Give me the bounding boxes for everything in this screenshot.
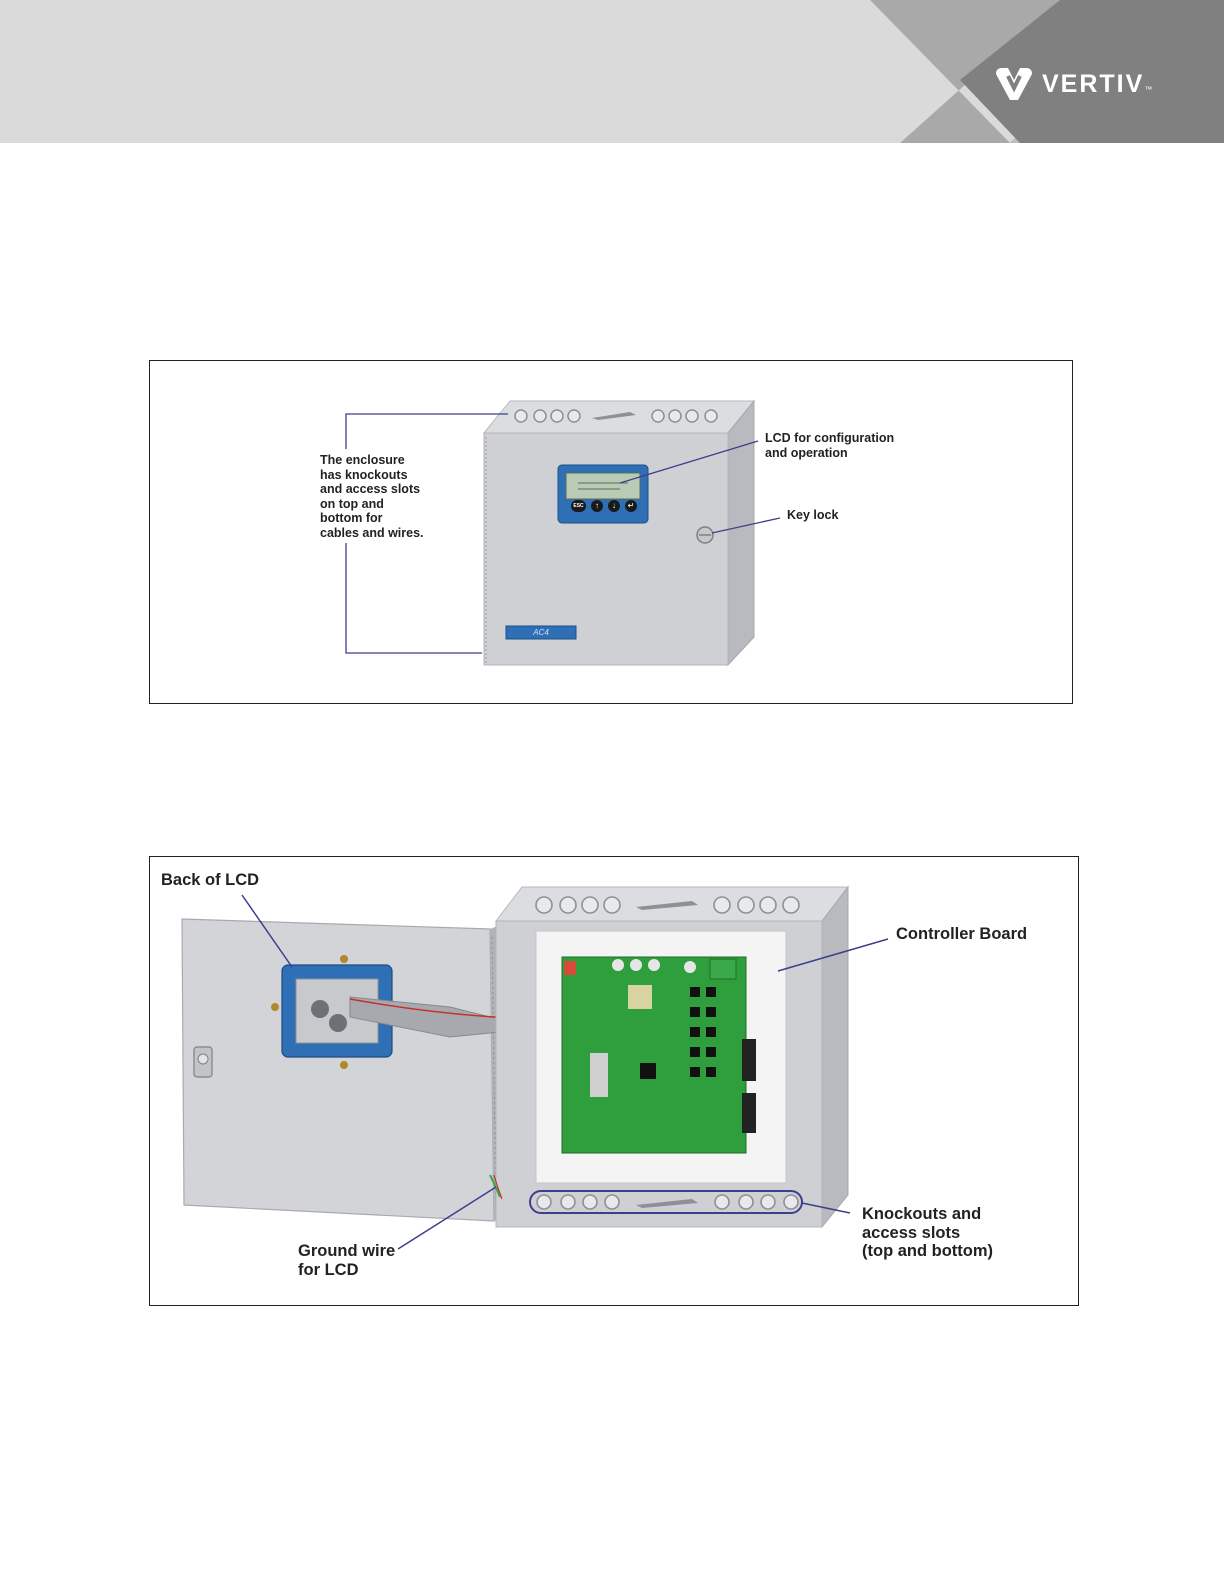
lcd-up-button: ↑ xyxy=(591,500,603,512)
lcd-down-button: ↓ xyxy=(608,500,620,512)
figure-1-frame: ESC ↑ ↓ ↵ AC4 The enclosure has knockout… xyxy=(149,360,1073,704)
enclosure-nameplate: AC4 xyxy=(506,626,576,639)
vertiv-logo-icon xyxy=(994,66,1034,102)
callout-back-of-lcd: Back of LCD xyxy=(161,871,259,890)
lcd-button-row: ESC ↑ ↓ ↵ xyxy=(571,500,637,514)
lcd-enter-button: ↵ xyxy=(625,500,637,512)
callout-enclosure-knockouts: The enclosure has knockouts and access s… xyxy=(320,453,424,540)
callout-lcd: LCD for configuration and operation xyxy=(765,431,894,460)
trademark-mark: ™ xyxy=(1144,85,1152,94)
callout-controller-board: Controller Board xyxy=(896,925,1027,944)
figure-1-enclosure-illustration xyxy=(150,361,1071,702)
callout-knockouts-access-slots: Knockouts and access slots (top and bott… xyxy=(862,1205,993,1261)
lcd-esc-button: ESC xyxy=(571,500,586,512)
callout-key-lock: Key lock xyxy=(787,508,838,523)
callout-ground-wire: Ground wire for LCD xyxy=(298,1242,395,1279)
page-header: VERTIV ™ xyxy=(0,0,1224,143)
vertiv-logo-wordmark: VERTIV xyxy=(1042,70,1144,99)
vertiv-logo: VERTIV ™ xyxy=(994,66,1152,102)
figure-2-frame: Back of LCD Controller Board Ground wire… xyxy=(149,856,1079,1306)
